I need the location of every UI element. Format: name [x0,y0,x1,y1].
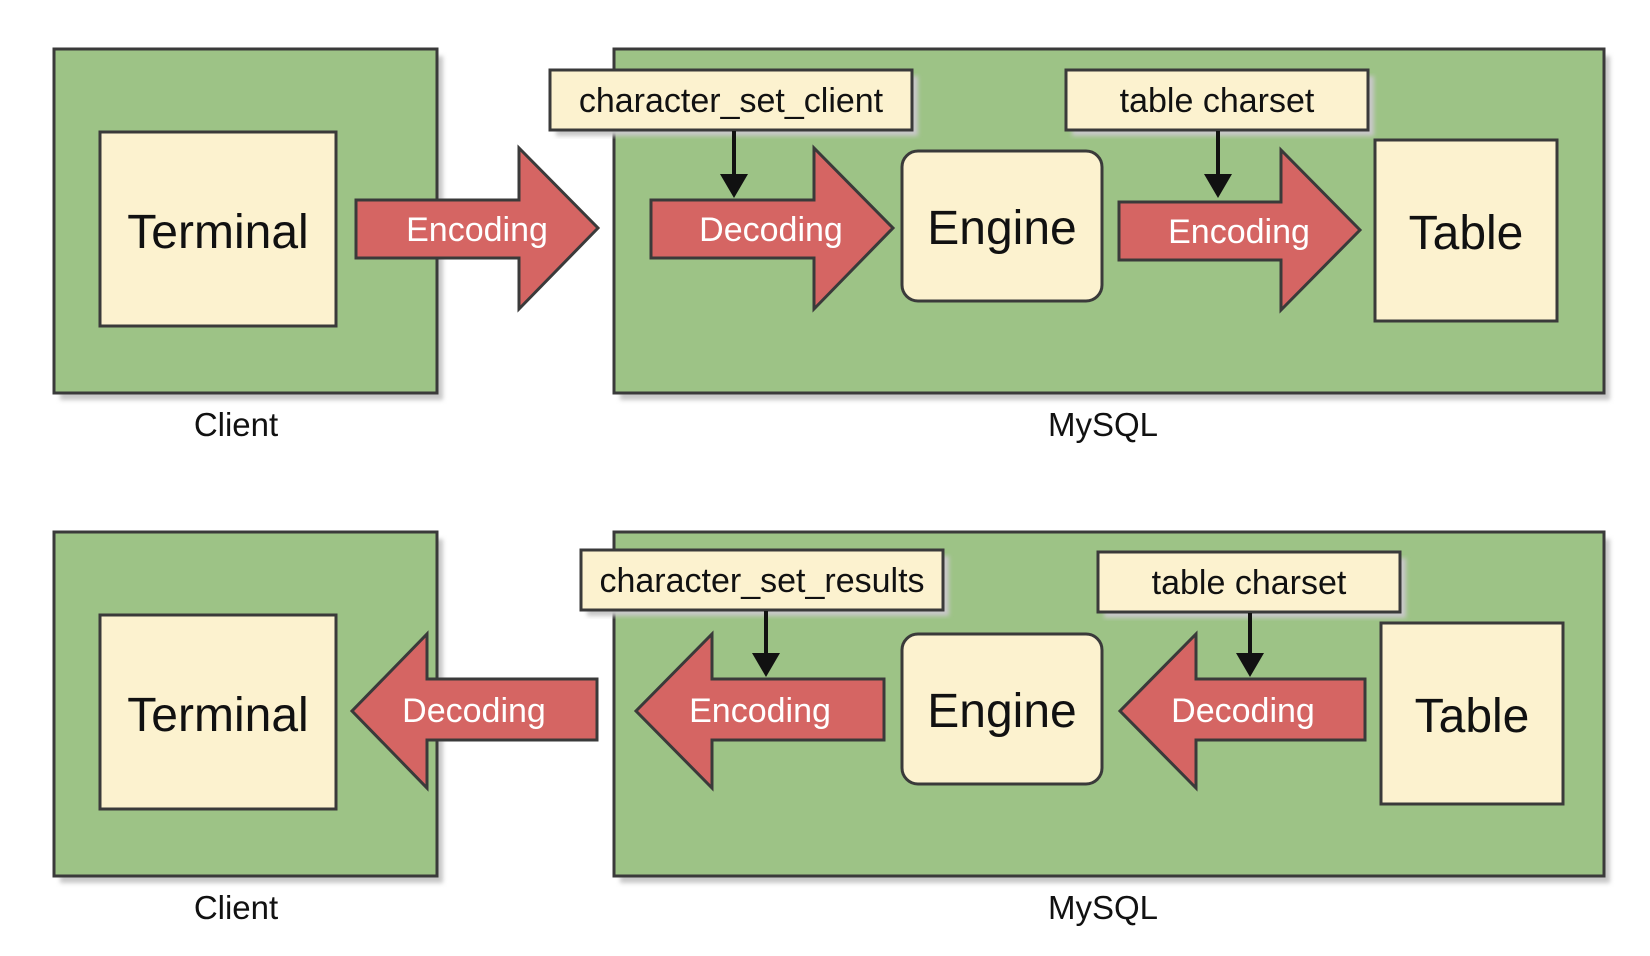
engine-label: Engine [927,202,1076,255]
setting-label: character_set_results [599,562,924,600]
character-set-client-setting: character_set_client [548,68,918,198]
character-set-results-setting: character_set_results [579,548,949,677]
mysql-caption: MySQL [1048,889,1158,926]
setting-label: table charset [1120,82,1315,120]
table-charset-setting: table charset [1096,550,1406,677]
row-read-flow: Terminal Client MySQL Decoding character… [52,530,1610,926]
decoding-arrow-left-2: Decoding [1117,630,1367,792]
setting-label: character_set_client [579,82,884,120]
row-store-flow: Terminal Client MySQL Encoding character… [52,47,1610,443]
table-label: Table [1409,207,1524,260]
arrow-label: Encoding [1168,213,1310,251]
encoding-arrow-right: Encoding [354,144,601,313]
client-caption: Client [194,889,278,926]
engine-box: Engine [900,149,1104,303]
table-charset-setting: table charset [1064,68,1374,198]
terminal-label: Terminal [127,206,308,259]
client-caption: Client [194,406,278,443]
mysql-caption: MySQL [1048,406,1158,443]
arrow-label: Decoding [1171,692,1315,730]
table-box: Table [1373,138,1559,323]
encoding-arrow-right-2: Encoding [1117,146,1363,314]
encoding-arrow-left: Encoding [633,630,886,792]
arrow-label: Decoding [402,692,546,730]
terminal-label: Terminal [127,689,308,742]
arrow-label: Decoding [699,211,843,249]
decoding-arrow-right: Decoding [649,144,896,313]
table-box: Table [1379,621,1565,806]
setting-label: table charset [1152,564,1347,602]
arrow-label: Encoding [689,692,831,730]
arrow-label: Encoding [406,211,548,249]
table-label: Table [1415,690,1530,743]
engine-box: Engine [900,632,1104,786]
decoding-arrow-left: Decoding [349,630,599,792]
engine-label: Engine [927,685,1076,738]
